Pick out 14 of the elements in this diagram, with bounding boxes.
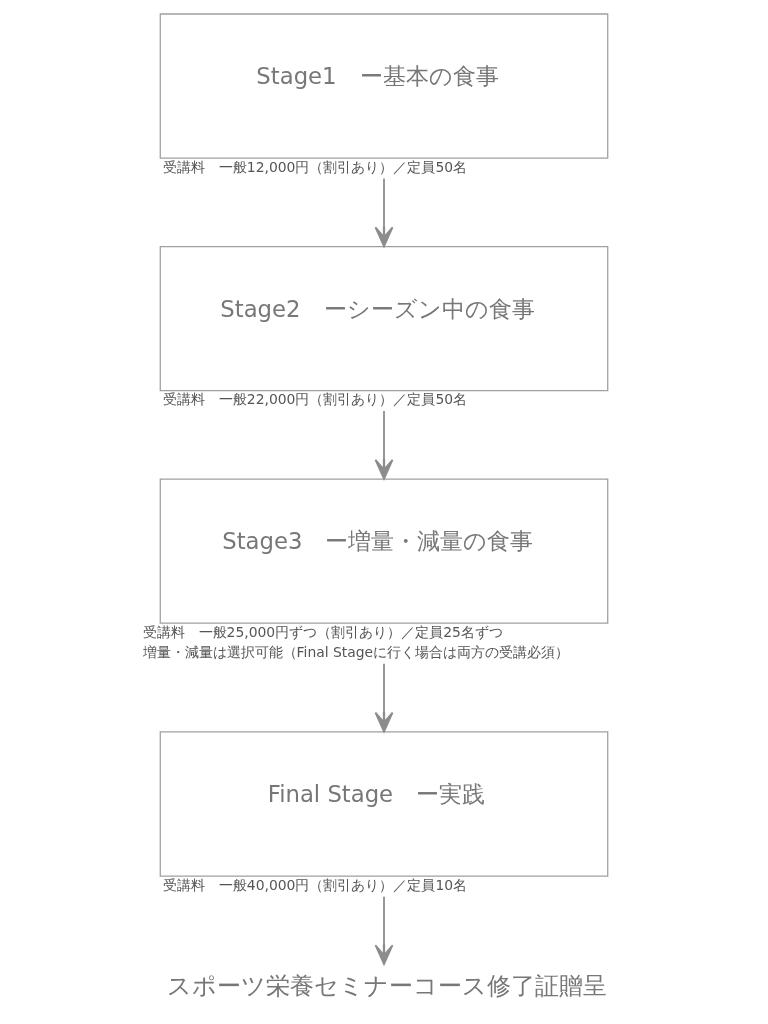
node-box: Stage1 ー基本の食事 xyxy=(159,13,609,159)
node-label: 受講料 一般22,000円（割引あり）／定員50名 xyxy=(162,391,468,408)
arrow xyxy=(374,410,394,480)
node-label: 受講料 一般12,000円（割引あり）／定員50名 xyxy=(162,158,468,175)
node-box: Stage3 ー増量・減量の食事 xyxy=(159,478,609,624)
node-box: Stage2 ーシーズン中の食事 xyxy=(159,245,609,392)
node-label: 増量・減量は選択可能（Final Stageに行く場合は両方の受講必須） xyxy=(142,644,570,661)
node-box: Final Stage ー実践 xyxy=(159,731,609,877)
node-label: 受講料 一般40,000円（割引あり）／定員10名 xyxy=(162,876,468,893)
arrow xyxy=(374,177,394,248)
node-label: 受講料 一般25,000円ずつ（割引あり）／定員25名ずつ xyxy=(142,623,503,640)
arrow xyxy=(374,662,394,733)
arrow xyxy=(374,895,394,966)
node-text: スポーツ栄養セミナーコース修了証贈呈 xyxy=(167,971,608,1000)
